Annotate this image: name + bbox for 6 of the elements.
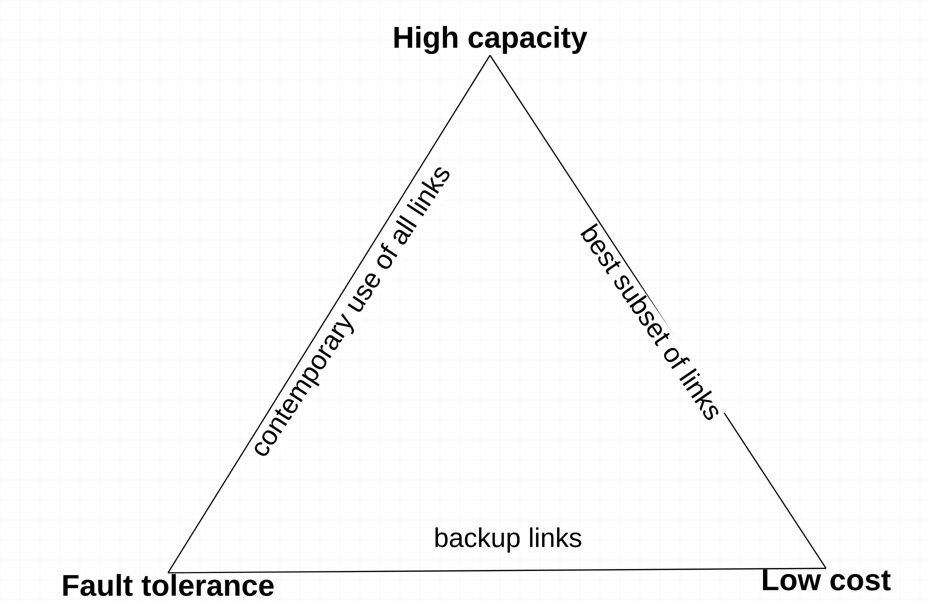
triangle-side	[168, 54, 491, 574]
edge-label: backup links	[432, 526, 584, 554]
vertex-label: Fault tolerance	[63, 574, 274, 596]
vertex-label: High capacity	[394, 26, 588, 54]
triangle-side	[168, 568, 826, 574]
vertex-label: Low cost	[763, 570, 891, 590]
